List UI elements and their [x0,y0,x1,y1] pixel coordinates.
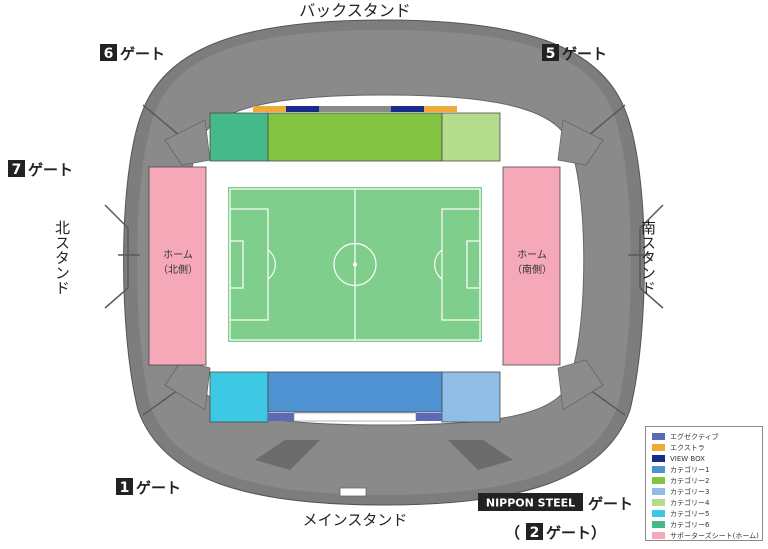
nippon-steel-brand: NIPPON STEEL [486,497,575,510]
legend-swatch [652,521,665,528]
legend-label: カテゴリー1 [670,465,710,474]
legend-label: エクストラ [670,443,705,452]
legend-item: VIEW BOX [652,453,758,464]
gate-1-label: ゲート [136,479,181,497]
category3-main-right [441,371,501,423]
home-south-line1: ホーム [517,249,547,261]
gate-5-label: ゲート [562,45,607,63]
executive-seat-back [319,106,391,112]
legend-swatch [652,455,665,462]
nippon-steel-badge [478,493,583,511]
gate-1-number: 1 [120,480,130,496]
legend-label: カテゴリー6 [670,520,710,529]
gate-2-number: 2 [530,525,540,541]
seat-category-legend: エグゼクティブエクストラ VIEW BOX カテゴリー1 カテゴリー2 カテゴリー3 カテ… [645,426,763,541]
main-stand-label: メインスタンド [303,511,408,529]
gate-7-number-box [8,160,25,177]
south-stand-stairs [639,204,664,309]
main-entrance-marker [339,487,367,497]
legend-label: カテゴリー3 [670,487,710,496]
main-stand-stairs [255,440,513,470]
legend-item: カテゴリー1 [652,464,758,475]
executive-seat-left [268,413,294,421]
gate-5-number-box [542,44,559,61]
legend-swatch [652,466,665,473]
gate-5-number: 5 [546,46,556,62]
legend-item: カテゴリー3 [652,486,758,497]
legend-label: カテゴリー4 [670,498,710,507]
legend-label: カテゴリー5 [670,509,710,518]
legend-item: カテゴリー6 [652,519,758,530]
legend-item: サポーターズシート(ホーム) [652,530,759,541]
legend-item: エグゼクティブ [652,431,758,442]
legend-swatch [652,532,665,539]
north-stand-label: 北スタンド [53,220,71,295]
viewbox-seat-right [391,106,424,112]
legend-swatch [652,510,665,517]
legend-label: エグゼクティブ [670,432,719,441]
back-premium-strip [253,106,457,112]
nippon-steel-gate-label: ゲート [588,495,633,513]
gate-2-paren-open: （ [505,524,520,542]
home-north-line1: ホーム [163,249,193,261]
viewbox-seat-left [286,106,319,112]
gate-2-number-box [526,523,543,540]
legend-label: VIEW BOX [670,454,705,463]
gate-7-number: 7 [12,162,22,178]
home-north-line2: （北側） [158,263,198,276]
category6-back-left [209,112,269,162]
nippon-steel-gate-marker: NIPPON STEEL ゲート （ 2 ゲート） [478,493,633,542]
gate-6-number: 6 [104,46,114,62]
category4-back-right [441,112,501,162]
main-executive-strip [268,412,442,422]
legend-swatch [652,444,665,451]
legend-swatch [652,433,665,440]
legend-swatch [652,477,665,484]
legend-item: カテゴリー4 [652,497,758,508]
category1-main [267,371,443,413]
gate-6-number-box [100,44,117,61]
legend-swatch [652,499,665,506]
legend-label: サポーターズシート(ホーム) [670,531,759,540]
gate-6-marker: 6 ゲート [100,44,165,63]
home-north-block [148,166,207,366]
executive-seat-right [416,413,442,421]
home-south-block [502,166,561,366]
gate-7-label: ゲート [28,161,73,179]
legend-swatch [652,488,665,495]
north-stand-stairs [104,204,129,309]
legend-item: エクストラ [652,442,758,453]
executive-seat-center [293,412,417,422]
gate-2-label: ゲート） [546,524,606,542]
back-stand-label: バックスタンド [299,1,411,20]
legend-item: カテゴリー5 [652,508,758,519]
gate-1-number-box [116,478,133,495]
pitch-markings [229,188,481,341]
south-stand-label: 南スタンド [639,220,657,295]
legend-item: カテゴリー2 [652,475,758,486]
gate-5-marker: 5 ゲート [542,44,607,63]
extra-seat-right [424,106,457,112]
home-south-line2: （南側） [512,263,552,276]
gate-6-label: ゲート [120,45,165,63]
gate-7-marker: 7 ゲート [8,160,73,179]
category5-main-left [209,371,269,423]
legend-label: カテゴリー2 [670,476,710,485]
category2-back [267,112,443,162]
extra-seat-left [253,106,286,112]
corner-wedges [164,119,604,411]
gate-1-marker: 1 ゲート [116,478,181,497]
pitch [228,187,482,342]
